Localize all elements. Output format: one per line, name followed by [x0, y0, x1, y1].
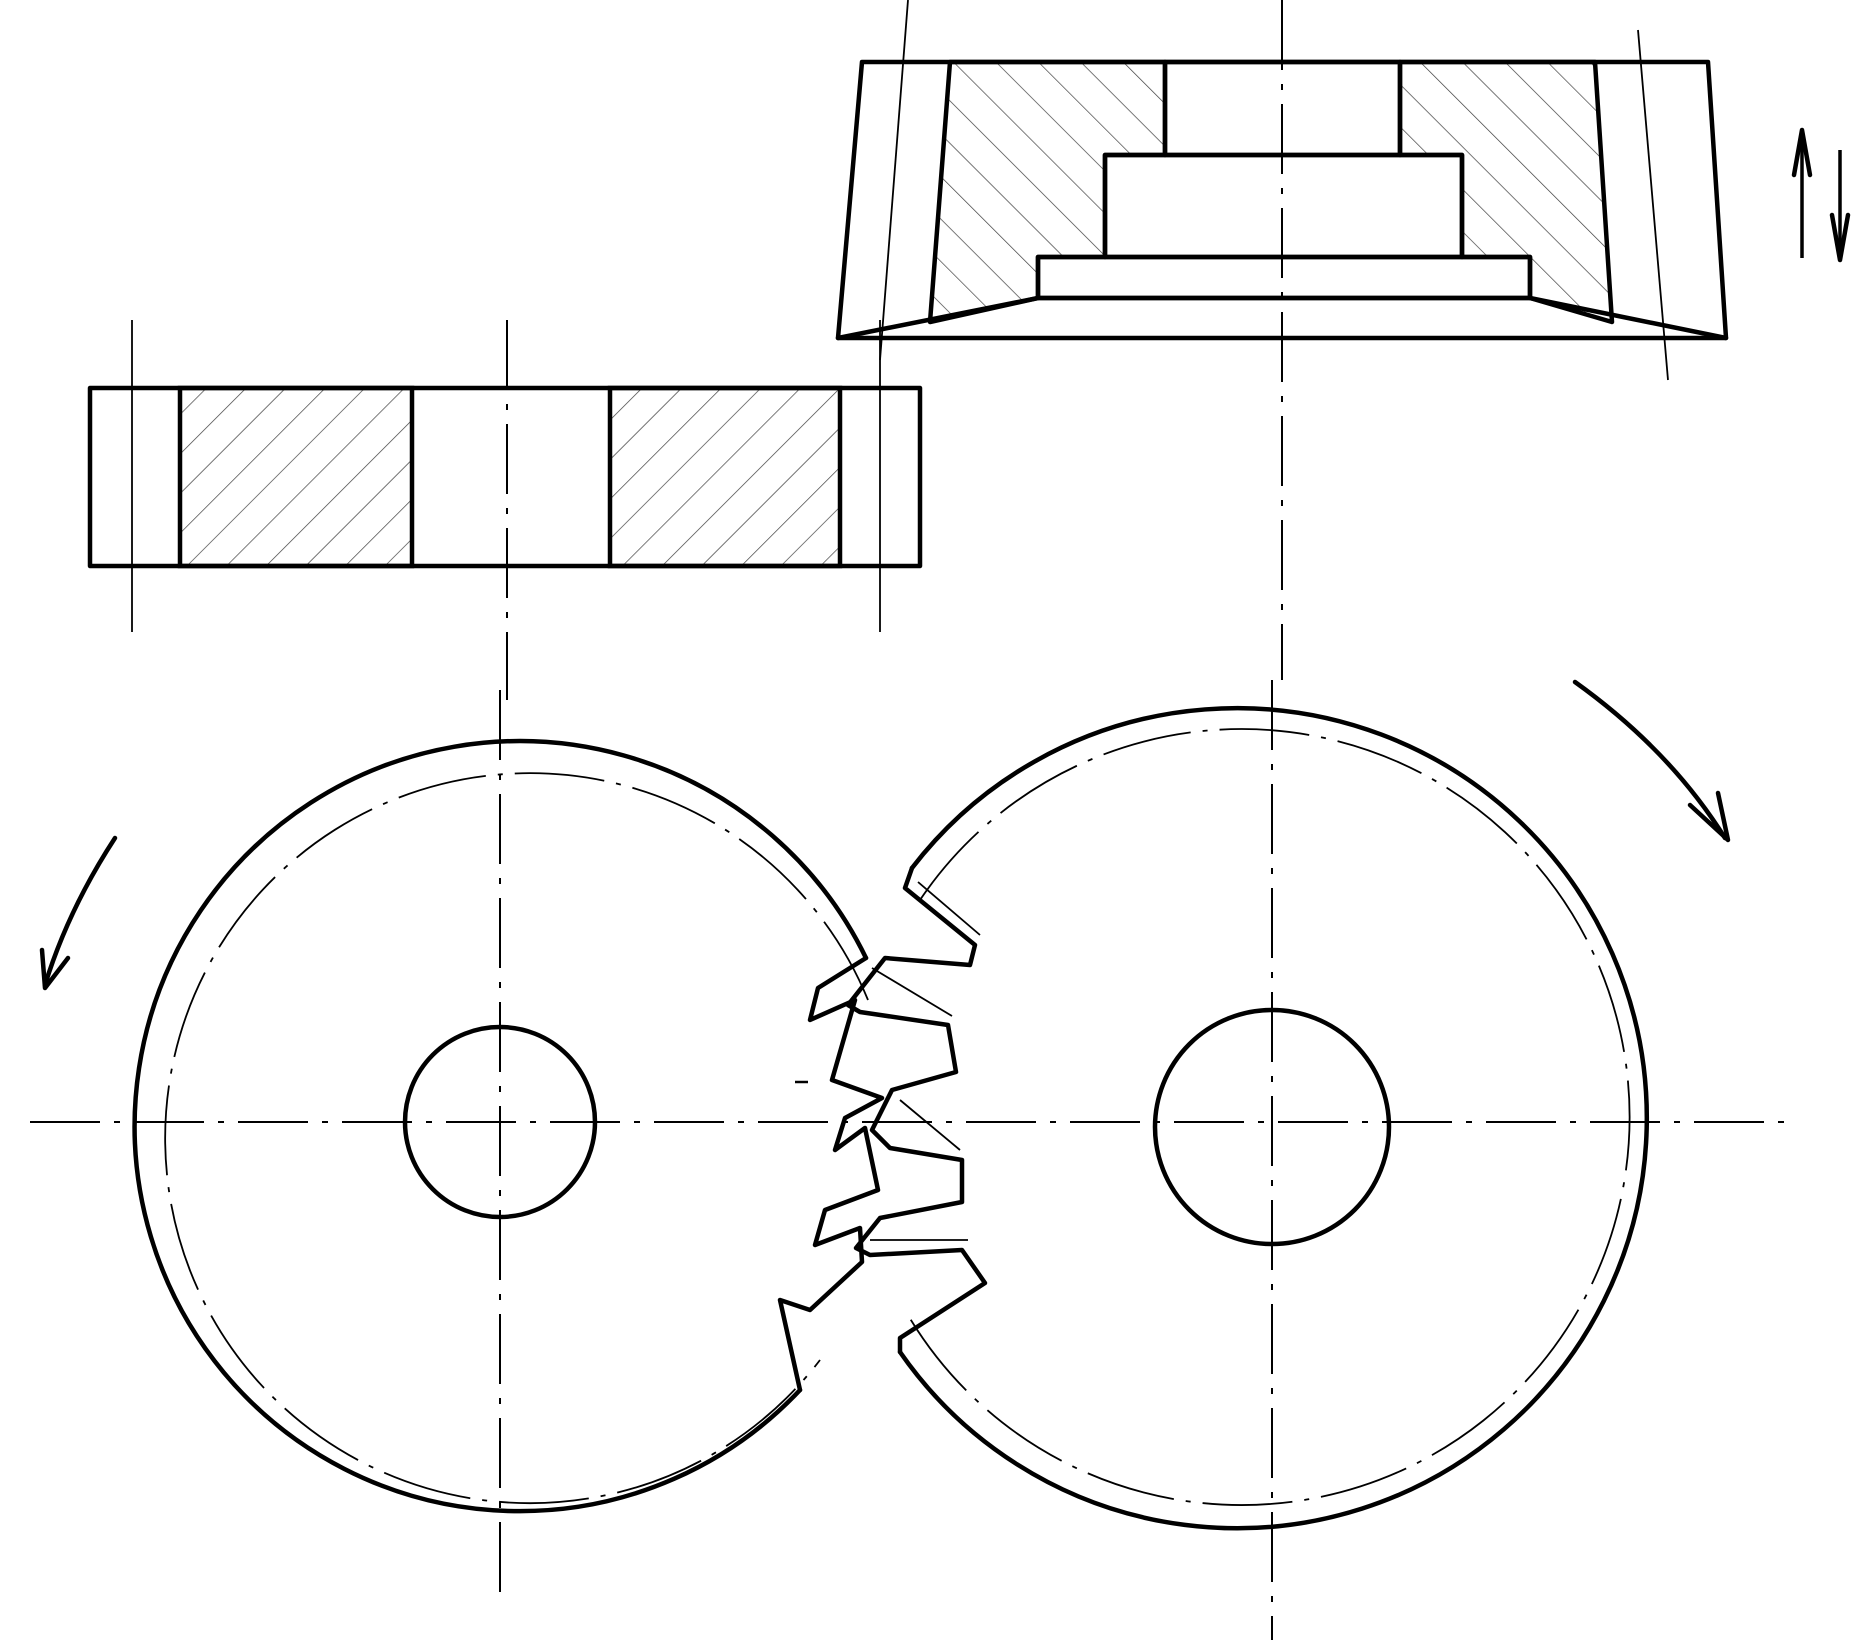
reciprocating-arrows-icon — [1791, 127, 1851, 263]
cutter-hatch-right — [1397, 59, 1615, 325]
left-section-outline — [87, 385, 923, 569]
right-rotation-arrow-icon — [1572, 679, 1731, 843]
cutter-hatch-left — [927, 59, 1168, 325]
cutter-bore-bottom — [1035, 254, 1533, 301]
left-gear-outline — [132, 738, 869, 1514]
right-gear-tooth-detail — [870, 881, 981, 1241]
cutter-edge-line-1 — [879, 0, 909, 361]
left-gear — [39, 690, 885, 1605]
left-gear-teeth — [777, 955, 885, 1393]
left-gear-pitch-circle — [164, 772, 869, 1505]
left-section-view — [87, 320, 923, 700]
right-gear-outline — [897, 705, 1650, 1531]
cutter-cone — [835, 295, 1729, 341]
right-gear — [845, 679, 1731, 1640]
cutter-section-view — [835, 0, 1851, 680]
cutter-edge-line-2 — [1637, 29, 1669, 381]
left-section-hatch-a — [177, 385, 415, 569]
left-rotation-arrow-icon — [39, 835, 118, 991]
left-section-hatch-b — [607, 385, 843, 569]
right-gear-teeth — [845, 865, 988, 1355]
cutter-bore-middle — [1102, 152, 1465, 260]
right-gear-pitch-circle — [904, 728, 1631, 1506]
